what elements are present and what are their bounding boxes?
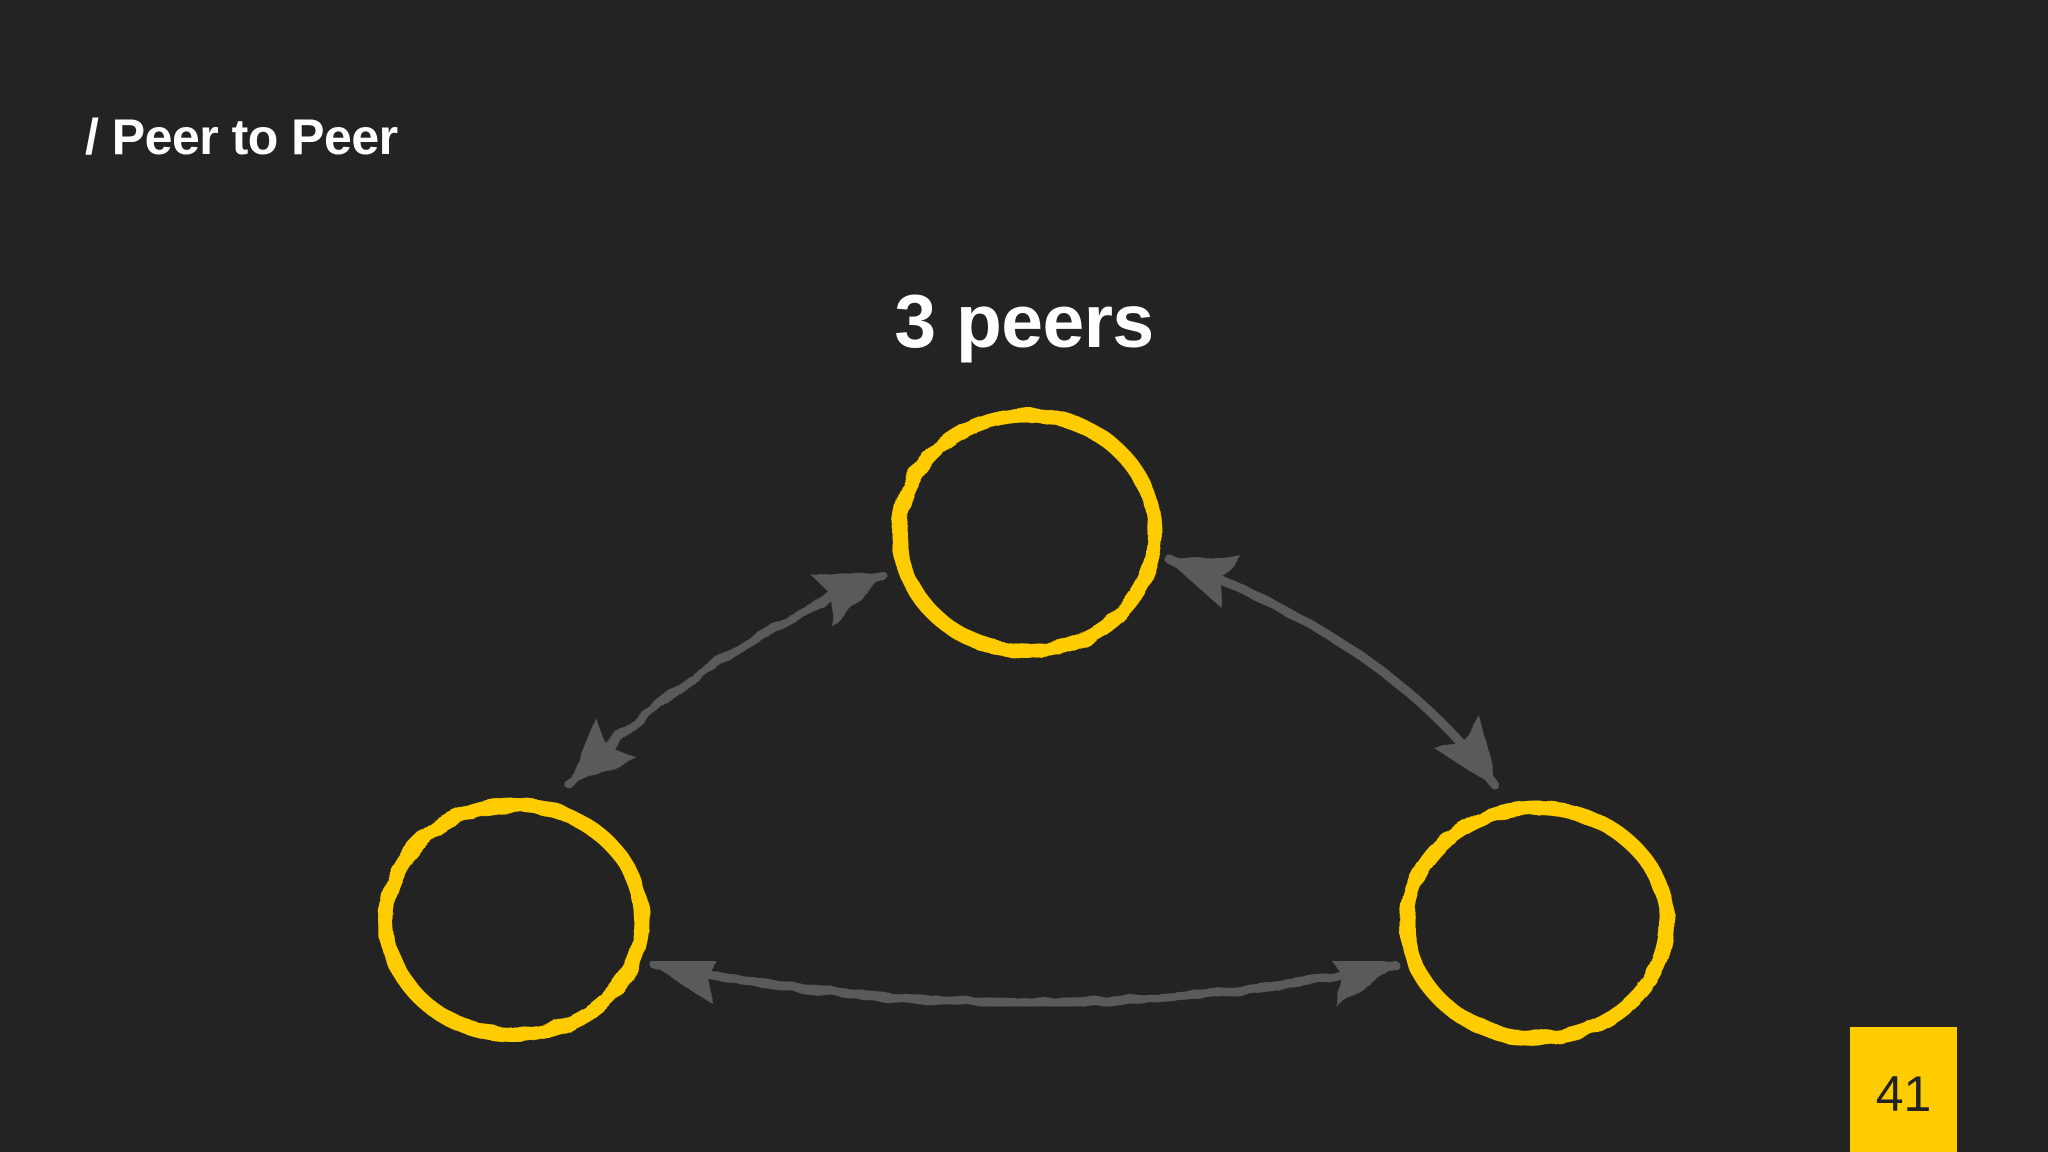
connection-bottom [650, 950, 1400, 1007]
peer-node-bottom-right [1399, 800, 1675, 1046]
peer-node-bottom-left [378, 797, 650, 1043]
peer-node-top [891, 407, 1163, 659]
connection-top-right [1165, 555, 1500, 790]
page-number-badge: 41 [1850, 1027, 1957, 1152]
breadcrumb: / Peer to Peer [85, 109, 398, 165]
slide-title: 3 peers [894, 279, 1154, 363]
connection-top-left [565, 570, 887, 790]
page-number: 41 [1875, 1066, 1932, 1122]
